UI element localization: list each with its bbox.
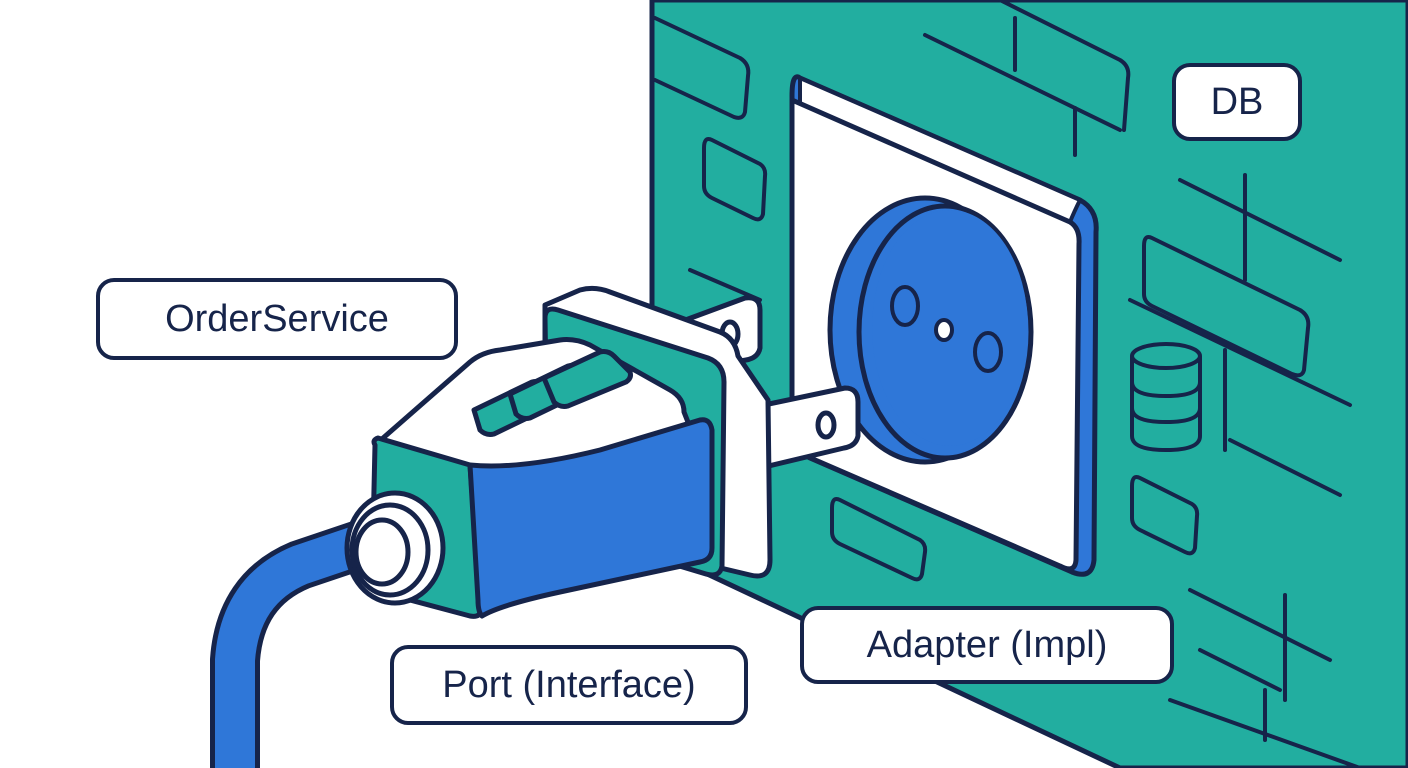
database-cylinder-icon — [1130, 342, 1202, 453]
adapter-label: Adapter (Impl) — [800, 606, 1174, 684]
power-cord — [210, 513, 405, 768]
power-plug-icon — [344, 285, 861, 619]
port-label: Port (Interface) — [390, 645, 748, 725]
db-label: DB — [1172, 63, 1302, 141]
wall-socket-icon — [789, 74, 1099, 577]
order-service-label: OrderService — [96, 278, 458, 360]
